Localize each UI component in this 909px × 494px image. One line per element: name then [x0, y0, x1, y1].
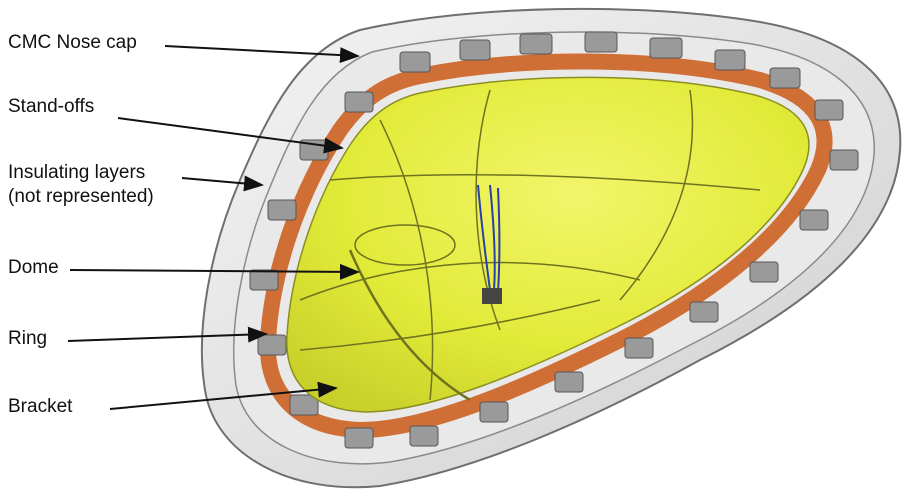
- connector: [482, 288, 502, 304]
- label-not-represented: (not represented): [8, 186, 154, 207]
- label-cmc-nose-cap: CMC Nose cap: [8, 32, 137, 53]
- label-insulating-layers: Insulating layers: [8, 162, 146, 183]
- label-stand-offs: Stand-offs: [8, 96, 95, 117]
- label-arrows: [67, 45, 360, 410]
- ring: [259, 53, 833, 439]
- label-ring: Ring: [8, 328, 48, 349]
- cables: [477, 184, 501, 293]
- dome: [286, 76, 810, 413]
- label-dome: Dome: [8, 257, 59, 278]
- label-bracket: Bracket: [8, 396, 73, 417]
